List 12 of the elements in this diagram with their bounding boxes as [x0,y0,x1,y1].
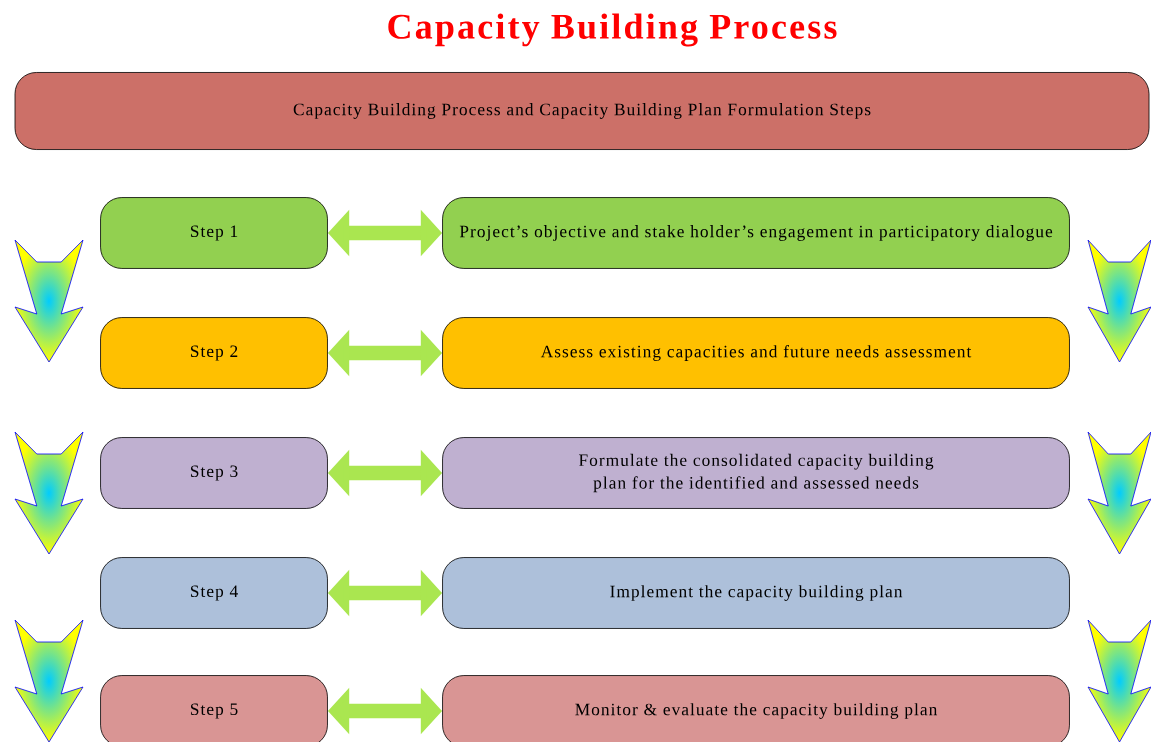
description-box: Assess existing capacities and future needs assessment [442,317,1070,389]
step-box: Step 1 [100,197,328,269]
description-box: Formulate the consolidated capacity building plan for the identified and assessed needs [442,437,1070,509]
step-box: Step 4 [100,557,328,629]
step-box: Step 3 [100,437,328,509]
title: Capacity Building Process [388,13,837,47]
description-box: Implement the capacity building plan [442,557,1070,629]
step-box: Step 2 [100,317,328,389]
step-box: Step 5 [100,675,328,742]
description-box: Monitor & evaluate the capacity building plan [442,675,1070,742]
description-box: Project’s objective and stake holder’s engagement in participatory dialogue [442,197,1070,269]
header-banner: Capacity Building Process and Capacity Building Plan Formulation Steps [14,72,1150,150]
